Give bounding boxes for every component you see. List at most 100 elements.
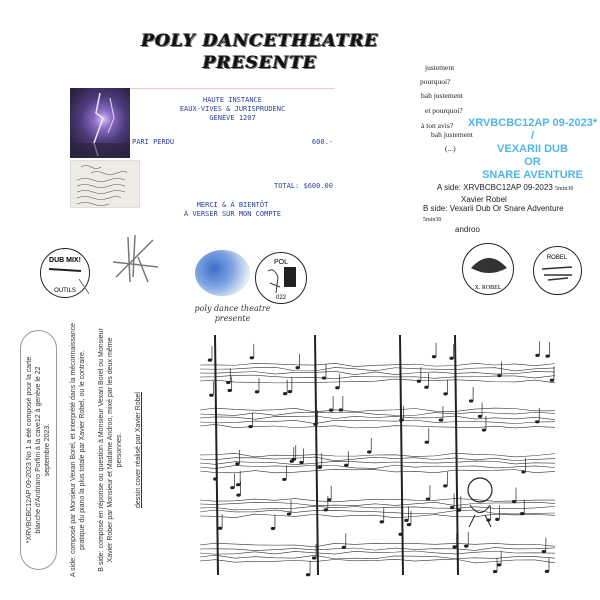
score-stroke	[443, 484, 448, 488]
receipt-footer: À VERSER SUR MON COMPTE	[184, 210, 281, 218]
score-stroke	[199, 378, 556, 384]
lightning-icon	[70, 92, 130, 158]
release-title: XRVBCBC12AP 09-2023* / VEXARII DUB OR SN…	[465, 117, 600, 182]
score-stroke	[299, 460, 304, 465]
liner-notes: *XRVBCBC12AP 09-2023 No 1 a été composé …	[20, 320, 190, 580]
score-stroke	[254, 390, 260, 394]
score-stroke	[468, 504, 492, 528]
a-side: A side: XRVBCBC12AP 09-2023	[437, 183, 553, 192]
score-stroke	[467, 477, 493, 503]
svg-text:X. ROBEL: X. ROBEL	[475, 285, 502, 291]
score-stroke	[249, 356, 255, 360]
receipt-item-amount: 600.-	[311, 138, 333, 146]
score-stroke	[311, 556, 317, 560]
title-line: /	[530, 130, 535, 142]
score-stroke	[379, 520, 384, 524]
score-stroke	[443, 392, 448, 396]
score-stroke	[230, 486, 235, 490]
score-stroke	[399, 418, 404, 422]
score-stroke	[314, 334, 319, 576]
score-stroke	[521, 470, 526, 474]
score-stroke	[199, 419, 556, 424]
score-stroke	[199, 505, 556, 511]
score-stroke	[199, 424, 556, 429]
score-stroke	[323, 508, 329, 512]
lightning-photo	[70, 88, 130, 158]
header-title: POLY DANCETHEATRE PRESENTE	[110, 30, 410, 74]
stamp-x-robel: X. ROBEL	[462, 243, 514, 295]
score-stroke	[199, 554, 556, 560]
svg-text:POL: POL	[274, 259, 288, 266]
title-line: XRVBCBC12AP 09-2023*	[467, 117, 598, 129]
score-stroke	[199, 411, 556, 416]
score-stroke	[282, 391, 288, 396]
poem-line: à ton avis?	[421, 121, 454, 130]
score-stroke	[226, 380, 231, 385]
score-stroke	[495, 517, 500, 521]
score-stroke	[520, 512, 525, 516]
score-stroke	[398, 532, 403, 536]
score-stroke	[535, 420, 540, 424]
tracklist: A side: XRVBCBC12AP 09-2023 5min30 Xavie…	[423, 183, 575, 235]
score-stroke	[199, 407, 556, 413]
score-stroke	[199, 374, 556, 380]
score-stroke	[282, 477, 287, 482]
logo-text: poly dance theatre presente	[190, 304, 275, 324]
score-stroke	[425, 497, 431, 501]
score-stroke	[481, 428, 487, 432]
title-line: SNARE AVENTURE	[482, 169, 583, 181]
poem-line: (...)	[445, 144, 456, 153]
logo-line-1: poly dance theatre	[194, 304, 271, 313]
sheet-music-drawing	[199, 334, 556, 577]
receipt-total: TOTAL: $600.00	[273, 182, 333, 190]
score-stroke	[235, 462, 240, 466]
score-stroke	[464, 544, 469, 548]
title-line: OR	[524, 156, 541, 168]
score-stroke	[287, 389, 293, 394]
score-stroke	[236, 493, 241, 497]
score-stroke	[424, 385, 429, 389]
score-stroke	[295, 366, 300, 370]
poem-line: pourquoi?	[420, 77, 451, 86]
handwriting-icon	[76, 165, 128, 206]
liner-note: *XRVBCBC12AP 09-2023 No 1 a été composé …	[20, 330, 57, 570]
score-stroke	[344, 463, 349, 467]
liner-note: dessin cover réalisé par Xavier Robel	[135, 392, 142, 508]
score-stroke	[199, 464, 556, 469]
score-stroke	[235, 483, 241, 487]
score-stroke	[199, 366, 556, 372]
score-stroke	[317, 465, 322, 469]
stamp-text: DUB MIX!	[49, 257, 81, 264]
liner-note: A side: composé par Monsieur Vexari Bore…	[70, 322, 86, 578]
score-stroke	[456, 508, 462, 512]
score-stroke	[496, 563, 502, 567]
stamp-robel: ROBEL	[533, 246, 582, 295]
score-stroke	[544, 569, 550, 574]
score-stroke	[438, 418, 444, 422]
score-stroke	[207, 358, 213, 362]
score-stroke	[341, 545, 347, 549]
score-stroke	[213, 477, 218, 481]
score-stroke	[199, 509, 556, 515]
receipt-line: EAUX-VIVES & JURISPRUDENC	[179, 105, 286, 113]
title-line: VEXARII DUB	[497, 143, 568, 155]
stamp-icon: DUB MIX!OUTILS	[48, 257, 97, 305]
score-stroke	[335, 386, 340, 390]
score-stroke	[404, 518, 409, 523]
score-stroke	[468, 399, 474, 403]
score-stroke	[199, 456, 556, 462]
score-stroke	[199, 415, 556, 421]
score-stroke	[452, 545, 457, 549]
score-stroke	[217, 526, 223, 530]
score-stroke	[305, 573, 311, 577]
receipt-footer: MERCI & À BIENTÔT	[196, 201, 269, 209]
a-side-time: 5min30	[555, 186, 574, 192]
score-stroke	[227, 388, 232, 393]
logo-line-2: presente	[214, 314, 251, 323]
score-stroke	[497, 374, 502, 378]
liner-note: B side: composé en réponse ou question à…	[98, 328, 123, 572]
svg-text:ROBEL: ROBEL	[547, 255, 568, 261]
score-stroke	[492, 569, 498, 574]
receipt-line: GENÈVE 1207	[209, 114, 256, 122]
